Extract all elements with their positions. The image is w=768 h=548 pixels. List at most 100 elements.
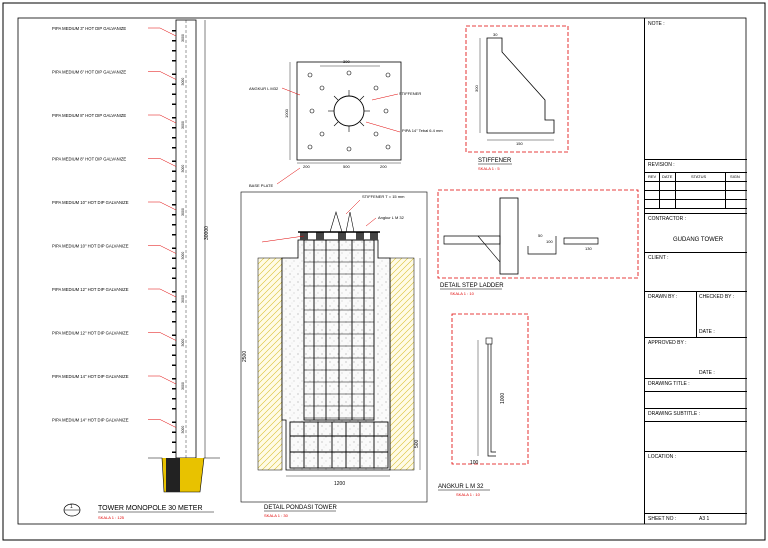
tower-segment-label: PIPA MEDIUM 6" HOT DIP GALVANIZE (52, 70, 126, 75)
angkur-title: ANGKUR L M 32 (438, 484, 484, 490)
tower-segment-leader (148, 419, 177, 428)
tb-divider (645, 337, 747, 338)
tower-step (172, 137, 176, 139)
foundation-detail: 1200 2500 500 STIFFENER T = 15 mm Angkur… (240, 191, 428, 518)
tb-divider (645, 181, 747, 182)
tb-sheet-value: A3 1 (699, 516, 710, 522)
tb-divider (645, 408, 747, 409)
tower-segment-dim: 3000 (181, 382, 185, 390)
tb-contractor-name: GUDANG TOWER (673, 237, 724, 243)
tb-date: DATE : (699, 329, 715, 335)
tower-step (172, 257, 176, 259)
tower-step (172, 190, 176, 192)
tower-step (172, 224, 176, 226)
tower-title: TOWER MONOPOLE 30 METER (98, 505, 203, 512)
tb-rev-col: REV (648, 174, 657, 179)
tower-step (172, 441, 176, 443)
outer-border (2, 2, 766, 541)
base-plate-angkur-label: ANGKUR L M32 (249, 86, 279, 91)
tb-date: DATE : (699, 370, 715, 376)
tower-segment-leader (148, 158, 177, 167)
angkur-dim-length: 1000 (500, 393, 506, 404)
tower-step (172, 364, 176, 366)
stiffener-scale: SKALA 1 : 5 (478, 166, 500, 171)
tower-segment-label: PIPA MEDIUM 3" HOT DIP GALVANIZE (52, 26, 126, 31)
tower-scale: SKALA 1 : 125 (98, 515, 125, 520)
base-plate-stiffener-label: STIFFENER (399, 91, 421, 96)
tb-divider (645, 213, 747, 214)
title-block: NOTE : REVISION : REV DATE STATUS SIGN C… (644, 18, 747, 524)
tower-segment-label: PIPA MEDIUM 12" HOT DIP GALVANIZE (52, 287, 129, 292)
tower-segment-dim: 3000 (181, 34, 185, 42)
tower-step (172, 301, 176, 303)
base-plate-pipe-label: PIPA 14" Tebal 6.4 mm (402, 128, 443, 133)
tb-location: LOCATION : (648, 454, 676, 460)
tb-approved-by: APPROVED BY : (648, 340, 687, 346)
tower-step (172, 93, 176, 95)
tower-step (172, 170, 176, 172)
tower-step (172, 117, 176, 119)
tb-drawn-by: DRAWN BY : (648, 294, 678, 300)
tb-contractor: CONTRACTOR : (648, 216, 686, 222)
tb-rev-col: SIGN (730, 174, 740, 179)
tower-footing (148, 457, 220, 493)
tower-segment-leader (148, 114, 177, 124)
tower-total-dim: 30000 (204, 226, 210, 240)
step-ladder-detail: 50 100 130 DETAIL STEP LADDER SKALA 1 : … (437, 189, 639, 296)
tower-segment-leader (148, 245, 177, 254)
tower-step (172, 147, 176, 149)
tb-divider (645, 199, 747, 200)
tower-segment-label: PIPA MEDIUM 14" HOT DIP GALVANIZE (52, 418, 129, 423)
tower-step (172, 334, 176, 336)
tower-step (172, 30, 176, 32)
tb-divider (645, 451, 747, 452)
tb-divider (645, 513, 747, 514)
tower-segment-leader (148, 332, 177, 341)
tower-monopole: PIPA MEDIUM 3" HOT DIP GALVANIZE3000PIPA… (52, 19, 220, 493)
tower-segment-dim: 3000 (181, 252, 185, 260)
tower-step (172, 311, 176, 313)
tower-segment-dim: 3000 (181, 295, 185, 303)
base-plate-detail: ANGKUR L M32 STIFFENER PIPA 14" Tebal 6.… (249, 59, 443, 188)
angkur-detail: 1000 100 ANGKUR L M 32 SKALA 1 : 10 (438, 313, 529, 497)
tb-vline (696, 291, 697, 337)
tower-segment-dim: 3000 (181, 339, 185, 347)
tower-title-block: 1 TOWER MONOPOLE 30 METER SKALA 1 : 125 (63, 503, 214, 520)
tower-step (172, 83, 176, 85)
tower-step (172, 277, 176, 279)
tower-segment-dim: 3000 (181, 121, 185, 129)
tower-step (172, 421, 176, 423)
tower-segment-leader (148, 201, 177, 211)
angkur-scale: SKALA 1 : 10 (456, 492, 481, 497)
tower-segment-dim: 3000 (181, 78, 185, 86)
tower-step (172, 73, 176, 75)
tower-step (172, 60, 176, 62)
base-plate-dim-b: 200 (380, 164, 387, 169)
ladder-dim-c: 130 (585, 246, 592, 251)
tower-step (172, 40, 176, 42)
ladder-dim-a: 50 (538, 233, 543, 238)
foundation-title: DETAIL PONDASI TOWER (264, 505, 337, 511)
foundation-scale: SKALA 1 : 30 (264, 513, 289, 518)
stiffener-title: STIFFENER (478, 158, 512, 164)
tb-rev-vline (675, 172, 676, 208)
tower-step (172, 378, 176, 380)
tower-segment-leader (148, 288, 177, 298)
tb-rev-vline (725, 172, 726, 208)
tb-divider (645, 159, 747, 160)
tb-divider (645, 378, 747, 379)
foundation-dim-footing: 500 (414, 439, 420, 448)
tower-segment-leader (148, 71, 177, 80)
tb-divider (645, 421, 747, 422)
step-ladder-scale: SKALA 1 : 10 (450, 291, 475, 296)
tb-note: NOTE : (648, 21, 665, 27)
tower-step (172, 408, 176, 410)
tb-checked-by: CHECKED BY : (699, 294, 735, 300)
tb-sheet-no: SHEET NO : (648, 516, 677, 522)
step-ladder-title: DETAIL STEP LADDER (440, 283, 504, 289)
stiffener-dim-a: 30 (493, 32, 498, 37)
tower-step (172, 180, 176, 182)
tower-step (172, 398, 176, 400)
stiffener-dim-b: 300 (474, 85, 479, 92)
tower-segment-label: PIPA MEDIUM 12" HOT DIP GALVANIZE (52, 331, 129, 336)
